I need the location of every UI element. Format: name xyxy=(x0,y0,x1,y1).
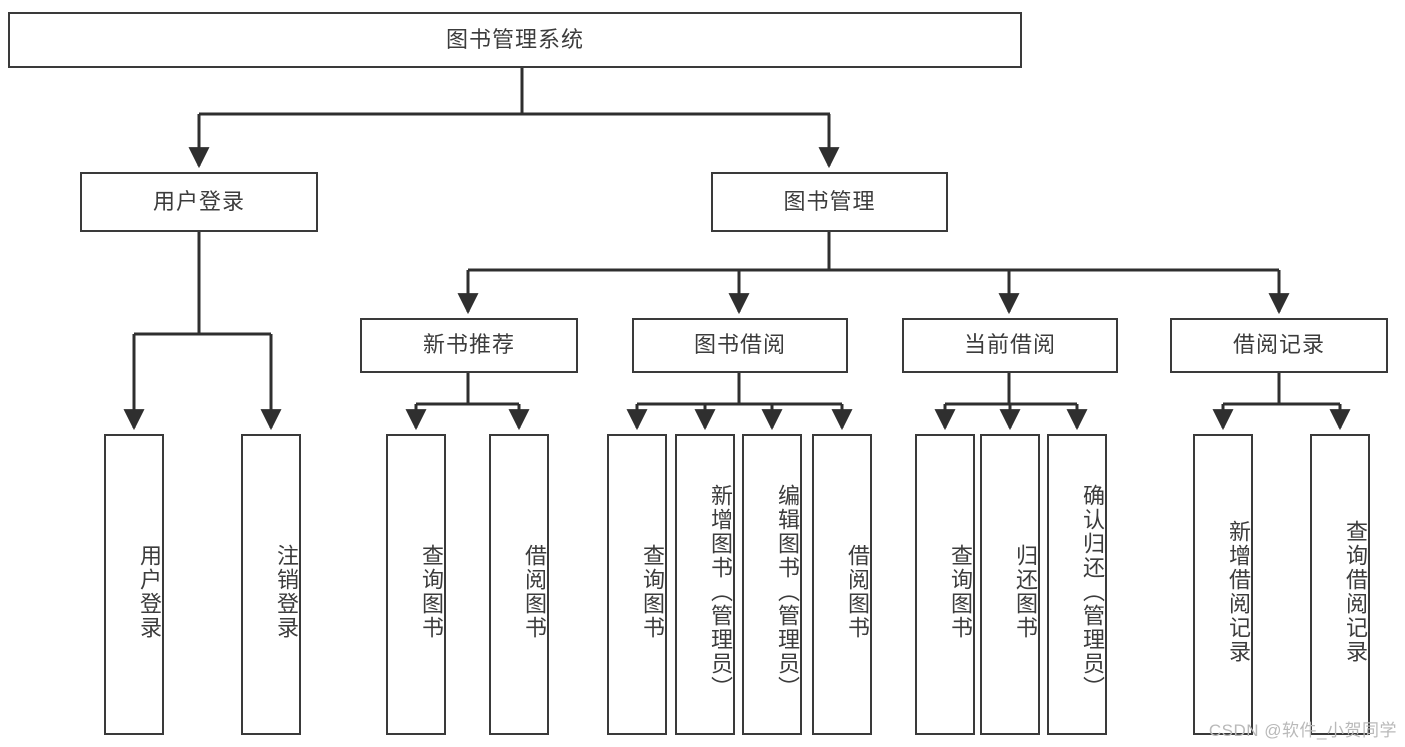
leaf-borrow-borrow-book-label: 借阅图书 xyxy=(845,543,870,640)
watermark: CSDN @软件_小贺同学 xyxy=(1208,721,1397,740)
leaf-newbook-query-book[interactable]: 查询图书 xyxy=(386,434,446,735)
node-new-book-recommend-label: 新书推荐 xyxy=(422,332,515,358)
node-book-borrow-label: 图书借阅 xyxy=(693,332,786,358)
node-root[interactable]: 图书管理系统 xyxy=(8,12,1022,68)
leaf-record-query-record[interactable]: 查询借阅记录 xyxy=(1310,434,1370,735)
leaf-borrow-edit-book[interactable]: 编辑图书（管理员） xyxy=(742,434,802,735)
node-borrow-record-label: 借阅记录 xyxy=(1232,332,1325,358)
node-borrow-record[interactable]: 借阅记录 xyxy=(1170,318,1388,373)
leaf-record-add-record-label: 新增借阅记录 xyxy=(1226,519,1251,664)
leaf-borrow-borrow-book[interactable]: 借阅图书 xyxy=(812,434,872,735)
node-user-login[interactable]: 用户登录 xyxy=(80,172,318,232)
node-book-borrow[interactable]: 图书借阅 xyxy=(632,318,848,373)
leaf-borrow-query-book[interactable]: 查询图书 xyxy=(607,434,667,735)
leaf-newbook-query-book-label: 查询图书 xyxy=(419,543,444,640)
node-new-book-recommend[interactable]: 新书推荐 xyxy=(360,318,578,373)
node-current-borrow-label: 当前借阅 xyxy=(963,332,1056,358)
leaf-current-confirm-return-label: 确认归还（管理员） xyxy=(1080,483,1105,700)
leaf-record-query-record-label: 查询借阅记录 xyxy=(1343,519,1368,664)
node-root-label: 图书管理系统 xyxy=(445,26,584,52)
leaf-record-add-record[interactable]: 新增借阅记录 xyxy=(1193,434,1253,735)
leaf-newbook-borrow-book[interactable]: 借阅图书 xyxy=(489,434,549,735)
leaf-user-login-label: 用户登录 xyxy=(137,543,162,640)
leaf-current-query-book[interactable]: 查询图书 xyxy=(915,434,975,735)
leaf-current-return-book[interactable]: 归还图书 xyxy=(980,434,1040,735)
leaf-borrow-add-book[interactable]: 新增图书（管理员） xyxy=(675,434,735,735)
leaf-current-confirm-return[interactable]: 确认归还（管理员） xyxy=(1047,434,1107,735)
node-book-management-label: 图书管理 xyxy=(783,188,876,214)
leaf-newbook-borrow-book-label: 借阅图书 xyxy=(522,543,547,640)
leaf-current-query-book-label: 查询图书 xyxy=(948,543,973,640)
leaf-logout-login[interactable]: 注销登录 xyxy=(241,434,301,735)
leaf-user-login[interactable]: 用户登录 xyxy=(104,434,164,735)
node-book-management[interactable]: 图书管理 xyxy=(711,172,948,232)
leaf-borrow-edit-book-label: 编辑图书（管理员） xyxy=(775,483,800,700)
leaf-borrow-add-book-label: 新增图书（管理员） xyxy=(708,483,733,700)
leaf-current-return-book-label: 归还图书 xyxy=(1013,543,1038,640)
node-user-login-label: 用户登录 xyxy=(152,188,245,214)
leaf-borrow-query-book-label: 查询图书 xyxy=(640,543,665,640)
node-current-borrow[interactable]: 当前借阅 xyxy=(902,318,1118,373)
leaf-logout-login-label: 注销登录 xyxy=(274,543,299,640)
